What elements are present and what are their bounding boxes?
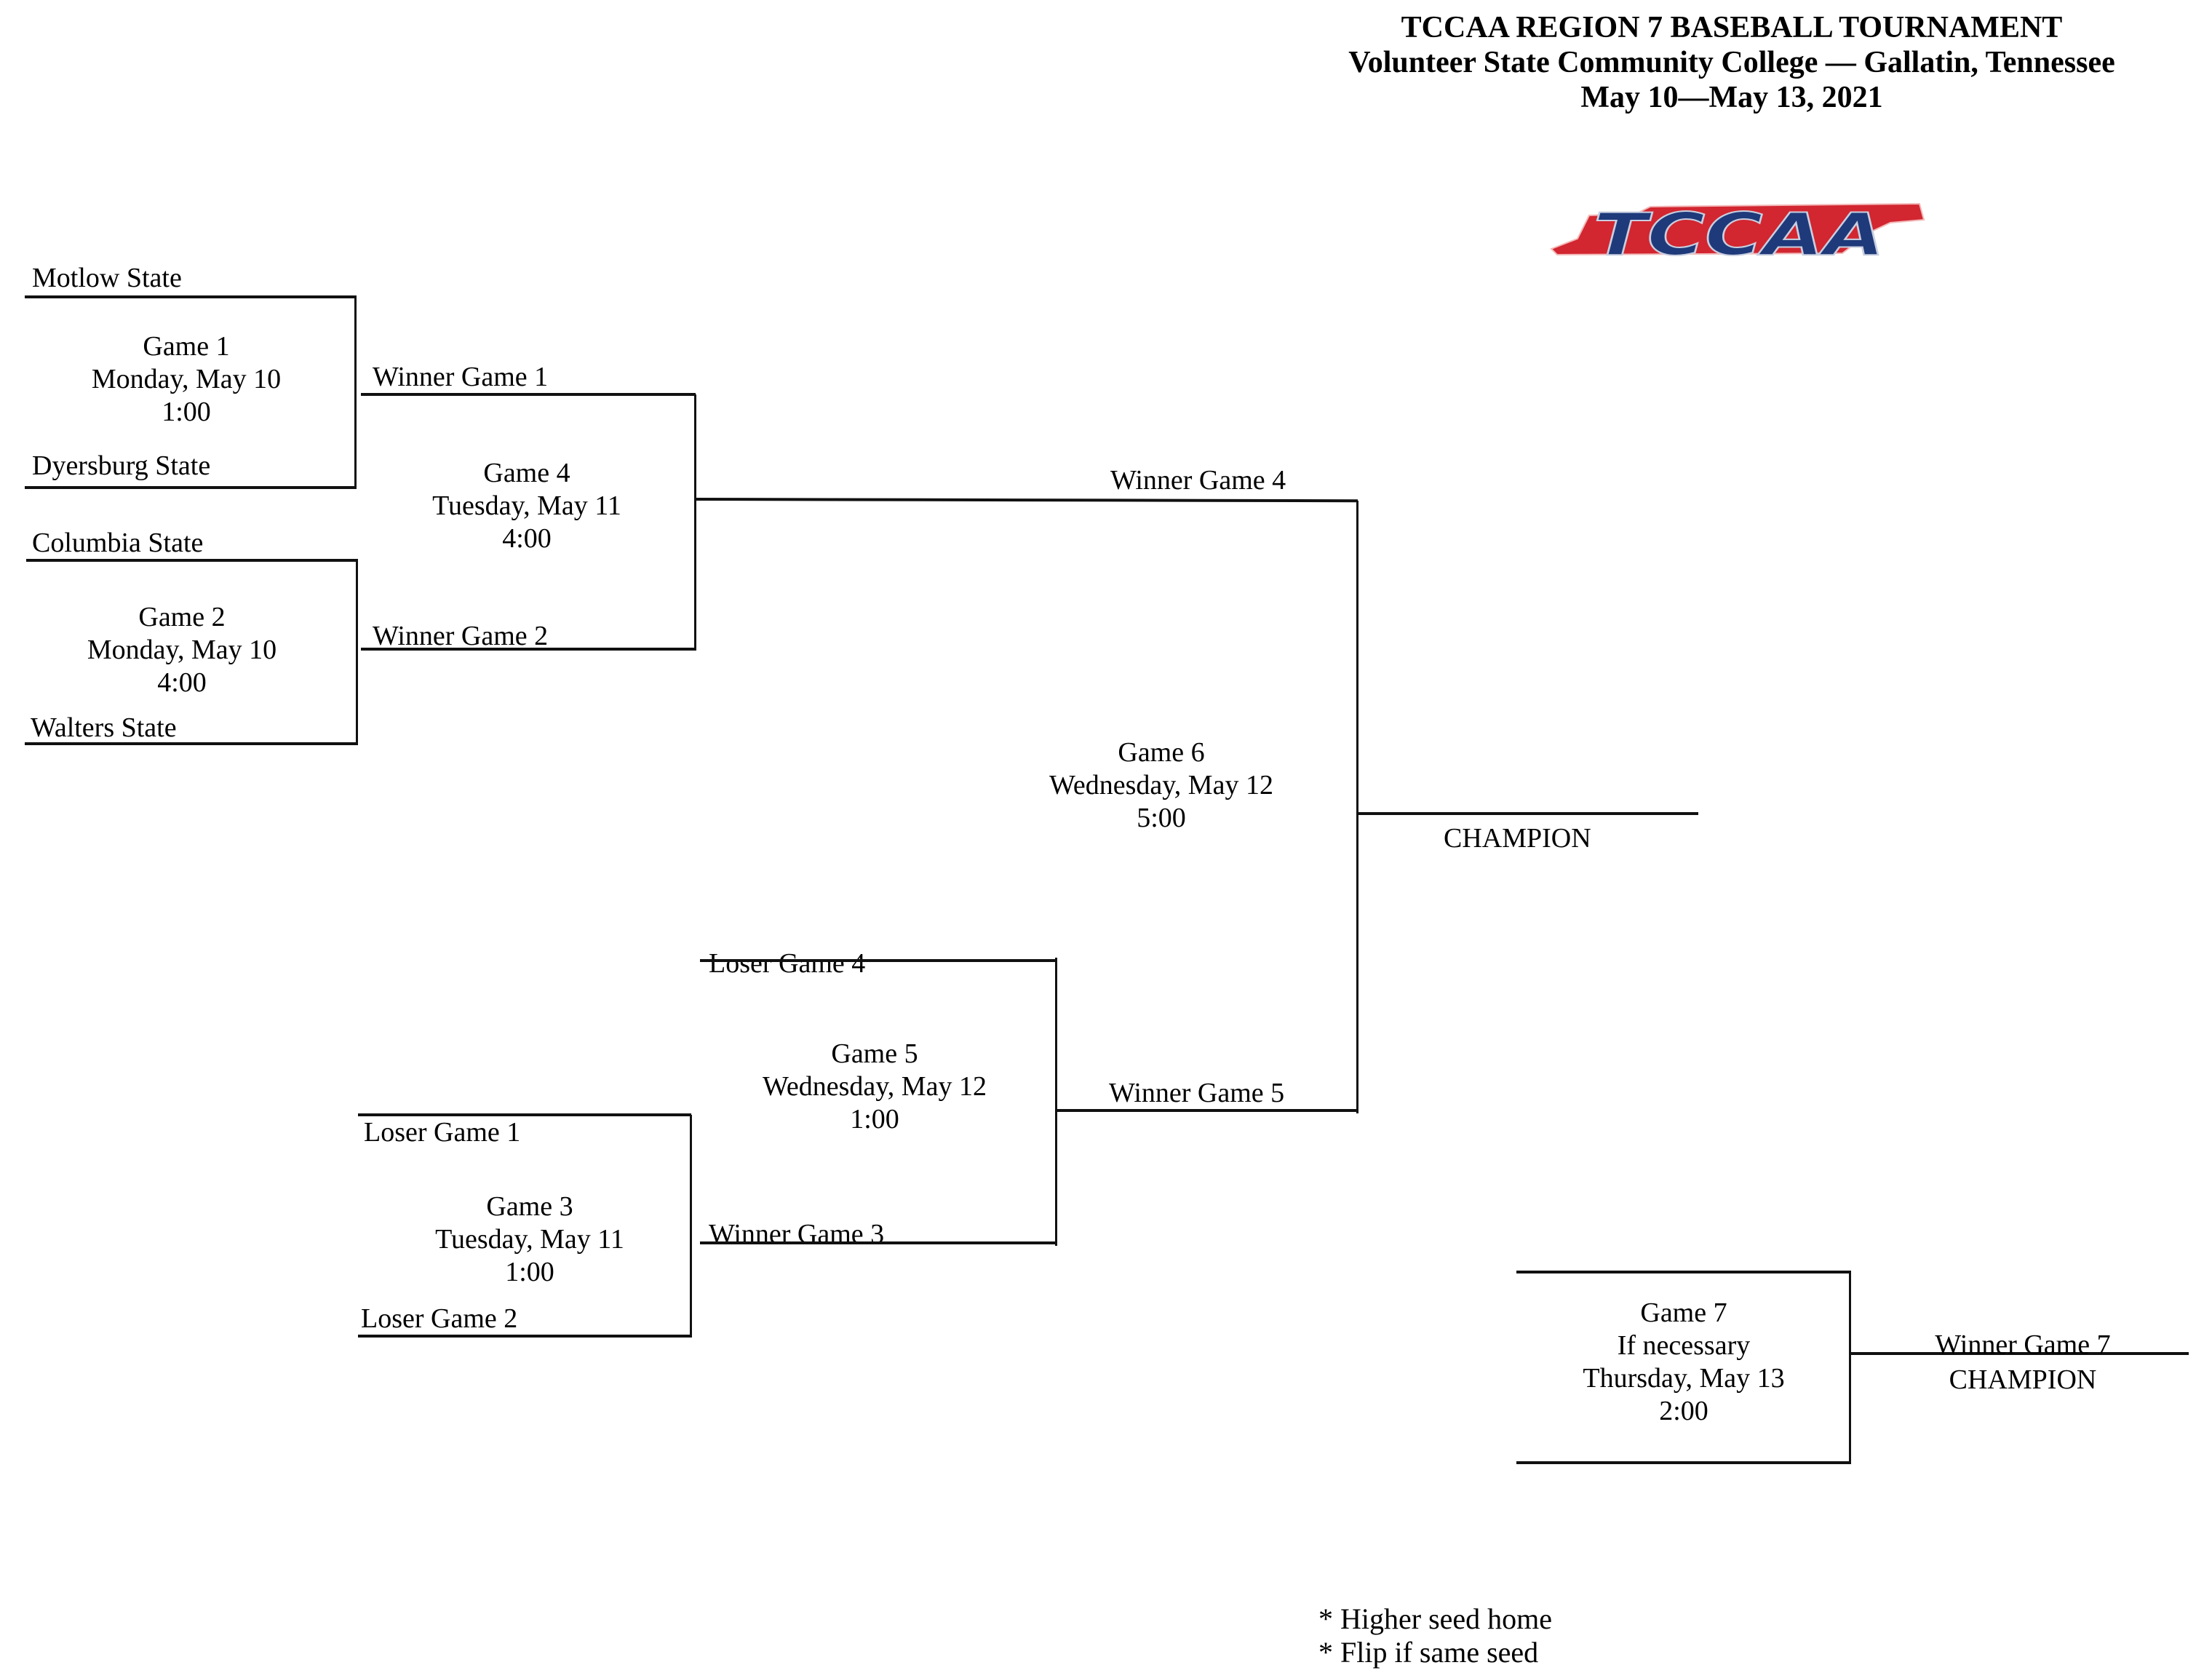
tennessee-state-shape [1550,202,1925,256]
game-4-time: 4:00 [502,523,552,554]
team-dyersburg-state: Dyersburg State [32,450,211,481]
slot-champion: CHAMPION [1444,823,1591,854]
bracket-line [358,1335,691,1338]
slot-champion-final: CHAMPION [1949,1364,2097,1395]
game-1-label: Game 1 [143,331,230,362]
game-3-info: Game 3 Tuesday, May 11 1:00 [384,1191,675,1289]
dates-line: May 10—May 13, 2021 [1580,81,1883,114]
game-6-label: Game 6 [1118,737,1205,768]
game-5-info: Game 5 Wednesday, May 12 1:00 [729,1038,1020,1136]
tournament-title: TCCAA REGION 7 BASEBALL TOURNAMENT [1401,11,2063,44]
game-4-day: Tuesday, May 11 [432,490,621,521]
bracket-line [1516,1461,1851,1464]
slot-winner-game-4: Winner Game 4 [1110,465,1286,496]
game-4-label: Game 4 [483,458,570,488]
bracket-line [361,393,696,396]
bracket-line [1516,1271,1851,1273]
slot-loser-game-2: Loser Game 2 [361,1303,518,1334]
game-3-label: Game 3 [486,1191,573,1222]
game-6-time: 5:00 [1137,803,1186,833]
slot-loser-game-1: Loser Game 1 [364,1117,521,1148]
game-7-info: Game 7 If necessary Thursday, May 13 2:0… [1538,1297,1829,1428]
bracket-line [361,648,696,651]
slot-winner-game-2: Winner Game 2 [373,621,549,651]
team-motlow-state: Motlow State [32,263,182,293]
bracket-line [1055,1109,1358,1112]
slot-winner-game-1: Winner Game 1 [373,362,549,392]
game-2-day: Monday, May 10 [87,635,277,665]
venue-line: Volunteer State Community College — Gall… [1348,46,2115,79]
bracket-line [1356,501,1358,1113]
logo-text: TCCAA [1594,201,1885,266]
game-3-day: Tuesday, May 11 [435,1224,624,1255]
bracket-line [690,1115,692,1338]
game-1-day: Monday, May 10 [91,364,282,394]
bracket-line [695,498,1358,503]
game-7-label: Game 7 [1640,1298,1727,1328]
bracket-line [1358,812,1698,815]
game-1-info: Game 1 Monday, May 10 1:00 [41,330,332,429]
game-5-label: Game 5 [831,1038,918,1069]
game-7-time: 2:00 [1659,1396,1708,1426]
game-5-day: Wednesday, May 12 [763,1071,987,1102]
game-7-note: If necessary [1617,1330,1751,1361]
slot-winner-game-7: Winner Game 7 [1935,1330,2111,1360]
tccaa-logo: TCCAA [1550,201,1925,266]
game-7-day: Thursday, May 13 [1583,1363,1785,1394]
note-higher-seed: * Higher seed home [1318,1602,1553,1635]
game-2-label: Game 2 [138,602,226,632]
bracket-line [25,486,357,489]
game-2-info: Game 2 Monday, May 10 4:00 [36,601,327,699]
team-columbia-state: Columbia State [32,528,204,558]
bracket-line [694,394,696,651]
game-1-time: 1:00 [162,397,211,427]
game-2-time: 4:00 [157,667,207,698]
bracket-line [25,295,357,298]
bracket-line [1849,1272,1851,1463]
slot-loser-game-4: Loser Game 4 [709,948,866,979]
bracket-line [358,1113,691,1116]
bracket-line [1055,958,1057,1246]
game-6-info: Game 6 Wednesday, May 12 5:00 [1016,736,1307,835]
bracket-line [700,1241,1057,1244]
slot-winner-game-5: Winner Game 5 [1109,1078,1285,1108]
bracket-line [700,959,1055,962]
game-5-time: 1:00 [850,1104,899,1134]
slot-winner-game-3: Winner Game 3 [709,1219,885,1249]
bracket-line [25,742,358,745]
bracket-line [356,560,358,745]
bracket-line [1851,1352,2189,1355]
game-3-time: 1:00 [505,1257,554,1287]
game-4-info: Game 4 Tuesday, May 11 4:00 [381,457,672,555]
bracket-line [26,559,358,562]
team-walters-state: Walters State [31,712,177,743]
bracket-line [354,297,357,488]
note-flip-seed: * Flip if same seed [1318,1636,1539,1669]
game-6-day: Wednesday, May 12 [1049,770,1273,800]
